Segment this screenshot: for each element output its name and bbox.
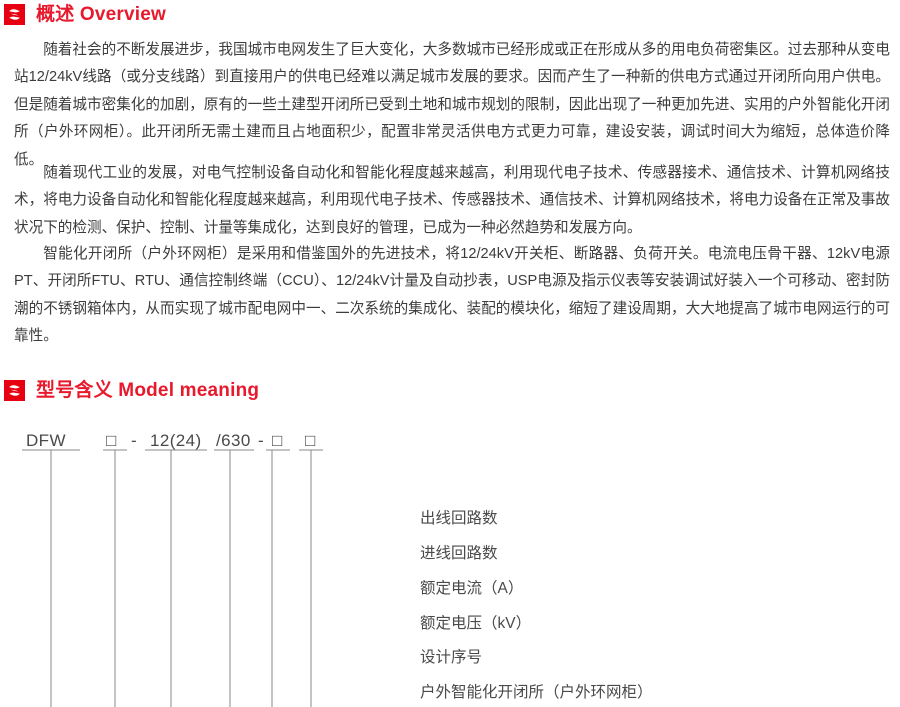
red-square-s-icon — [4, 4, 25, 25]
model-code-token-dfw: DFW — [26, 431, 66, 450]
leader-label-rated-current: 额定电流（A） — [420, 580, 524, 597]
model-designation-diagram — [0, 420, 900, 707]
section-title-overview: 概述 Overview — [36, 5, 166, 24]
model-code-token-voltage: 12(24) — [150, 431, 202, 450]
section-title-en: Overview — [79, 4, 166, 25]
leader-label-incoming-circuits: 进线回路数 — [420, 545, 498, 562]
section-title-cn: 概述 — [36, 4, 75, 25]
section-title-model-meaning: 型号含义 Model meaning — [36, 381, 259, 400]
model-code-token-dash-1: - — [131, 431, 138, 450]
section-heading-overview: 概述 Overview — [4, 4, 166, 25]
model-code-token-dash-2: - — [258, 431, 265, 450]
leader-label-design-serial: 设计序号 — [420, 649, 483, 666]
model-code-token-current: /630 — [216, 431, 251, 450]
red-square-s-icon — [4, 380, 25, 401]
leader-line-rated-current — [229, 450, 231, 707]
leader-label-outgoing-circuits: 出线回路数 — [420, 510, 498, 527]
section-title-cn: 型号含义 — [36, 380, 113, 401]
leader-label-rated-voltage: 额定电压（kV） — [420, 615, 532, 632]
leader-line-outgoing-circuits — [310, 450, 312, 707]
overview-paragraph-2: 随着现代工业的发展，对电气控制设备自动化和智能化程度越来越高，利用现代电子技术、… — [14, 160, 890, 242]
model-code-token-box-2: □ — [272, 431, 283, 450]
overview-paragraph-3: 智能化开闭所（户外环网柜）是采用和借鉴国外的先进技术，将12/24kV开关柜、断… — [14, 241, 890, 351]
paragraph-text: 随着现代工业的发展，对电气控制设备自动化和智能化程度越来越高，利用现代电子技术、… — [14, 165, 890, 236]
section-title-en: Model meaning — [118, 380, 260, 401]
leader-line-incoming-circuits — [271, 450, 273, 707]
leader-line-product-name — [50, 450, 52, 707]
model-code-row: DFW □ - 12(24) /630 - □ □ — [0, 430, 900, 456]
leader-label-product-name: 户外智能化开闭所（户外环网柜） — [420, 684, 653, 701]
paragraph-text: 智能化开闭所（户外环网柜）是采用和借鉴国外的先进技术，将12/24kV开关柜、断… — [14, 246, 890, 345]
model-code-token-box-3: □ — [305, 431, 316, 450]
model-code-token-box-1: □ — [106, 431, 117, 450]
paragraph-text: 随着社会的不断发展进步，我国城市电网发生了巨大变化，大多数城市已经形成或正在形成… — [14, 42, 890, 168]
section-heading-model-meaning: 型号含义 Model meaning — [4, 380, 259, 401]
overview-paragraph-1: 随着社会的不断发展进步，我国城市电网发生了巨大变化，大多数城市已经形成或正在形成… — [14, 37, 890, 174]
leader-line-rated-voltage — [170, 450, 172, 707]
leader-line-design-serial — [114, 450, 116, 707]
